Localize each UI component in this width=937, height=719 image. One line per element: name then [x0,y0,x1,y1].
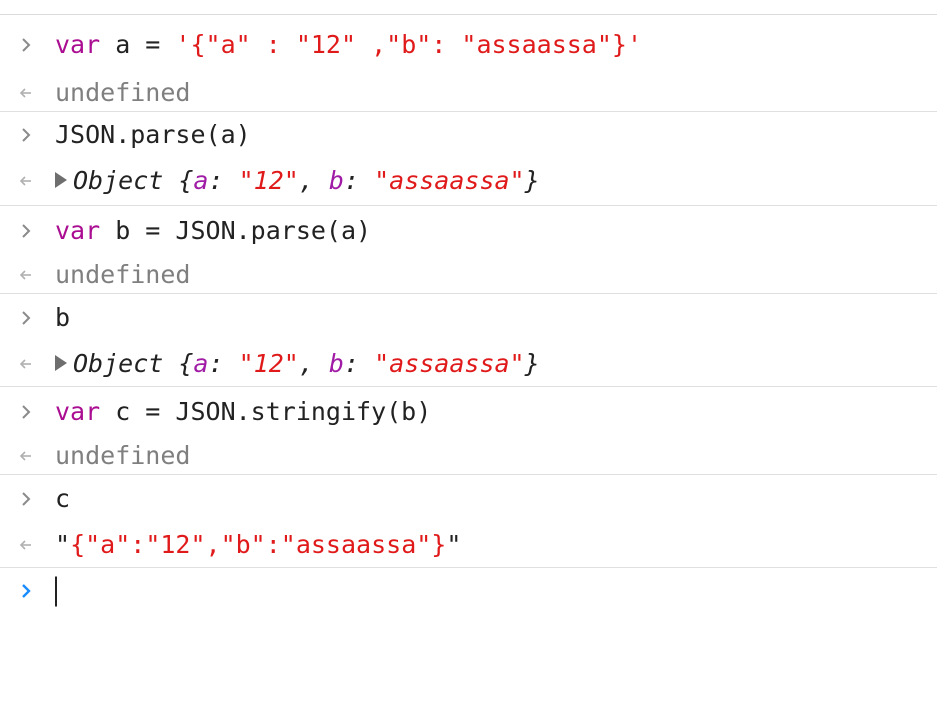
console-output-text: undefined [55,77,191,107]
object-label: Object [73,348,179,378]
object-separator: , [298,166,329,195]
console-output-text: undefined [55,440,191,470]
chevron-right-icon [16,35,36,55]
console-input-row[interactable]: var a = '{"a" : "12" ,"b": "assaassa"}' [0,15,937,74]
console-input-text: var b = JSON.parse(a) [55,216,371,246]
object-value: "assaassa" [374,166,525,195]
object-key: a [193,348,209,378]
object-label: Object [73,166,179,195]
return-arrow-icon [16,535,36,555]
console-input-text: JSON.parse(a) [55,119,251,149]
code-text: a = [100,29,176,59]
object-colon: : [208,166,239,195]
console-log: var a = '{"a" : "12" ,"b": "assaassa"}' … [0,15,937,614]
object-brace: } [524,348,540,378]
console-input-row[interactable]: JSON.parse(a) [0,112,937,157]
console-top-border [0,0,937,15]
console-input-text: var a = '{"a" : "12" ,"b": "assaassa"}' [55,30,642,60]
string-quote: " [446,529,462,559]
chevron-right-icon [16,489,36,509]
object-value: "12" [238,166,299,195]
disclosure-triangle-icon[interactable] [55,354,67,371]
console-input-row[interactable]: var c = JSON.stringify(b) [0,387,937,437]
console-prompt[interactable] [0,568,937,614]
code-keyword: var [55,29,101,59]
code-text: b = JSON.parse(a) [100,216,372,245]
console-input-row[interactable]: c [0,475,937,522]
object-separator: , [298,348,329,378]
console-input-text: c [55,483,71,513]
prompt-input[interactable] [55,576,57,607]
console-output-text: undefined [55,259,191,289]
console-output-row: undefined [0,437,937,475]
disclosure-triangle-icon[interactable] [55,172,67,188]
console-output-row: undefined [0,256,937,294]
console-output-row: undefined [0,74,937,112]
chevron-right-icon [16,125,36,145]
string-quote: " [55,529,71,559]
return-arrow-icon [16,171,36,191]
console-input-text: var c = JSON.stringify(b) [55,397,431,427]
chevron-right-icon [16,402,36,422]
console-input-row[interactable]: var b = JSON.parse(a) [0,206,937,256]
object-colon: : [343,166,375,195]
chevron-right-icon [16,221,36,241]
object-colon: : [343,348,375,378]
object-colon: : [208,348,239,378]
console-output-row: Object {a: "12", b: "assaassa"} [0,341,937,387]
return-arrow-icon [16,446,36,466]
object-value: "12" [238,348,299,378]
code-text: c = JSON.stringify(b) [100,397,432,426]
chevron-right-icon [16,308,36,328]
object-preview[interactable]: Object {a: "12", b: "assaassa"} [55,349,540,379]
string-value: {"a":"12","b":"assaassa"} [70,529,447,559]
code-keyword: var [55,397,101,426]
object-key: b [328,348,344,378]
object-value: "assaassa" [374,348,525,378]
object-key: a [193,166,209,195]
object-preview[interactable]: Object {a: "12", b: "assaassa"} [55,166,540,196]
console-input-text: b [55,302,71,332]
console-output-row: "{"a":"12","b":"assaassa"}" [0,522,937,568]
return-arrow-icon [16,354,36,374]
code-keyword: var [55,216,101,245]
code-string: '{"a" : "12" ,"b": "assaassa"}' [175,29,643,59]
object-key: b [328,166,344,195]
text-caret [55,576,57,607]
object-brace: } [524,166,540,195]
object-brace: { [178,348,194,378]
return-arrow-icon [16,265,36,285]
console-input-row[interactable]: b [0,294,937,341]
return-arrow-icon [16,83,36,103]
console-output-text: "{"a":"12","b":"assaassa"}" [55,530,461,560]
object-brace: { [178,166,194,195]
console-output-row: Object {a: "12", b: "assaassa"} [0,157,937,206]
chevron-right-icon [16,581,36,601]
